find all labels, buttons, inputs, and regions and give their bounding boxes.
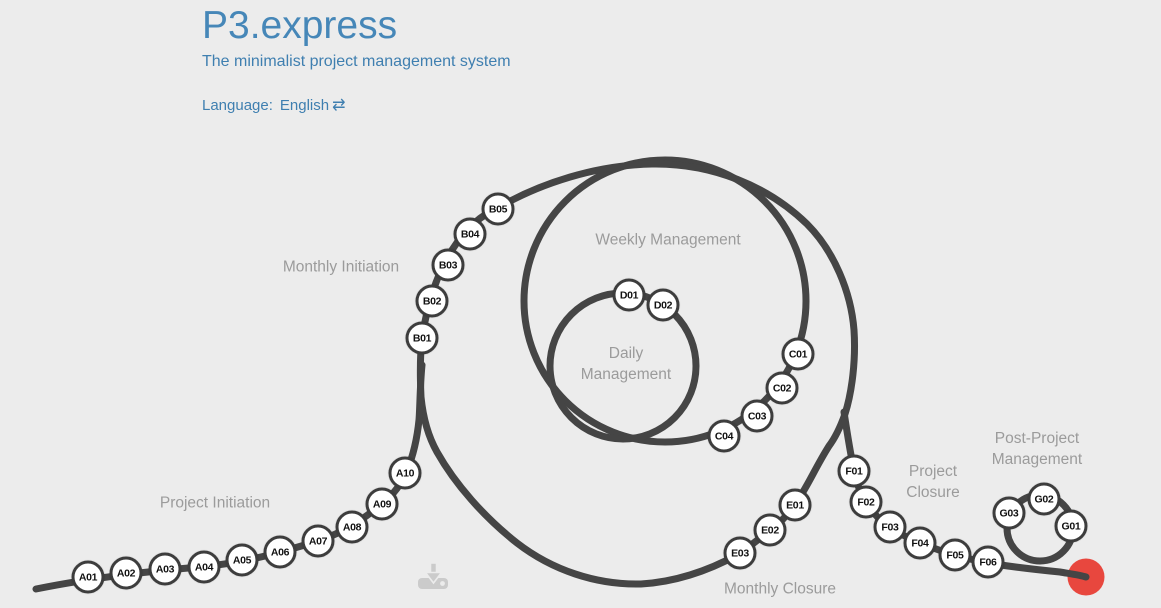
download-icon[interactable] <box>418 562 448 589</box>
node-A02[interactable]: A02 <box>109 556 143 590</box>
node-F05[interactable]: F05 <box>938 538 972 572</box>
node-A03[interactable]: A03 <box>148 552 182 586</box>
label-monthly-initiation: Monthly Initiation <box>282 258 400 276</box>
node-B05[interactable]: B05 <box>481 192 515 226</box>
node-F04[interactable]: F04 <box>903 526 937 560</box>
node-B03[interactable]: B03 <box>431 248 465 282</box>
node-A06[interactable]: A06 <box>263 535 297 569</box>
language-row: Language: English⇄ <box>202 95 511 115</box>
header: P3.express The minimalist project manage… <box>202 4 511 115</box>
node-D01[interactable]: D01 <box>612 278 646 312</box>
language-value: English <box>279 97 330 114</box>
node-A01[interactable]: A01 <box>71 560 105 594</box>
node-E02[interactable]: E02 <box>753 513 787 547</box>
label-daily-management: Daily Management <box>580 345 672 383</box>
node-C03[interactable]: C03 <box>740 399 774 433</box>
node-D02[interactable]: D02 <box>646 288 680 322</box>
node-G02[interactable]: G02 <box>1027 482 1061 516</box>
node-F03[interactable]: F03 <box>873 510 907 544</box>
label-weekly-management: Weekly Management <box>595 231 741 249</box>
label-project-initiation: Project Initiation <box>159 494 271 512</box>
node-E01[interactable]: E01 <box>778 488 812 522</box>
node-F02[interactable]: F02 <box>849 485 883 519</box>
page-title: P3.express <box>202 4 398 47</box>
language-link[interactable]: English⇄ <box>280 97 346 114</box>
node-E03[interactable]: E03 <box>723 536 757 570</box>
weekly-loop-path <box>520 156 810 446</box>
node-F06[interactable]: F06 <box>971 545 1005 579</box>
label-post-project-management: Post-Project Management <box>991 430 1083 468</box>
node-C04[interactable]: C04 <box>707 419 741 453</box>
label-project-closure: Project Closure <box>906 463 960 501</box>
node-A04[interactable]: A04 <box>187 550 221 584</box>
node-A05[interactable]: A05 <box>225 543 259 577</box>
node-B02[interactable]: B02 <box>415 284 449 318</box>
node-B04[interactable]: B04 <box>453 217 487 251</box>
node-A10[interactable]: A10 <box>388 456 422 490</box>
node-A09[interactable]: A09 <box>365 487 399 521</box>
node-C02[interactable]: C02 <box>765 371 799 405</box>
node-G03[interactable]: G03 <box>992 496 1026 530</box>
node-G01[interactable]: G01 <box>1054 509 1088 543</box>
language-label: Language: <box>202 97 273 114</box>
node-A08[interactable]: A08 <box>335 510 369 544</box>
page-subtitle: The minimalist project management system <box>202 53 511 70</box>
node-F01[interactable]: F01 <box>837 454 871 488</box>
node-B01[interactable]: B01 <box>405 321 439 355</box>
label-monthly-closure: Monthly Closure <box>724 580 836 598</box>
node-C01[interactable]: C01 <box>781 337 815 371</box>
node-A07[interactable]: A07 <box>301 524 335 558</box>
language-switch-icon: ⇄ <box>332 97 346 114</box>
